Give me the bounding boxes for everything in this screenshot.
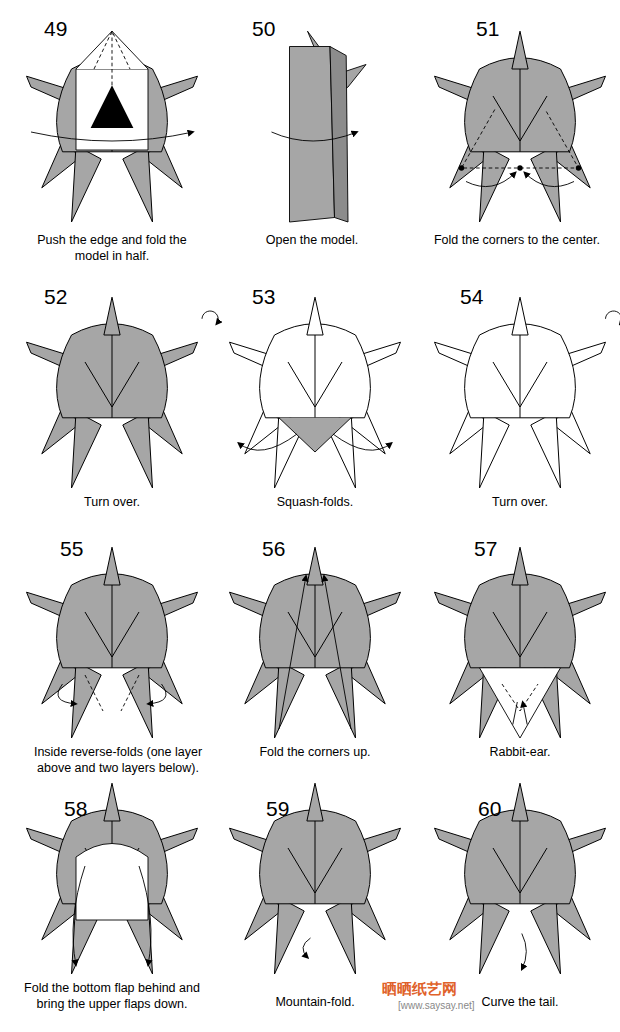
step-caption: Turn over. (32, 494, 192, 510)
step-number: 54 (460, 286, 483, 308)
step-caption: Turn over. (440, 494, 600, 510)
step-caption: Fold the corners to the center. (417, 232, 617, 248)
step-number: 55 (60, 538, 83, 560)
watermark: [www.saysay.net] (398, 1000, 475, 1011)
step-caption: Push the edge and fold the model in half… (32, 232, 192, 264)
step-number: 49 (44, 18, 67, 40)
watermark: 晒晒纸艺网 (382, 980, 457, 999)
step-number: 60 (478, 798, 501, 820)
step-caption: Fold the corners up. (225, 744, 405, 760)
step-caption: Mountain-fold. (235, 994, 395, 1010)
step-number: 50 (252, 18, 275, 40)
step-caption: Fold the bottom flap behind and bring th… (12, 980, 212, 1012)
step-caption: Squash-folds. (235, 494, 395, 510)
step-number: 58 (64, 798, 87, 820)
step-number: 57 (474, 538, 497, 560)
step-number: 56 (262, 538, 285, 560)
step-caption: Open the model. (232, 232, 392, 248)
step-number: 59 (266, 798, 289, 820)
step-caption: Inside reverse-folds (one layer above an… (16, 744, 221, 776)
step-number: 53 (252, 286, 275, 308)
step-caption: Rabbit-ear. (440, 744, 600, 760)
step-number: 51 (476, 18, 499, 40)
step-number: 52 (44, 286, 67, 308)
